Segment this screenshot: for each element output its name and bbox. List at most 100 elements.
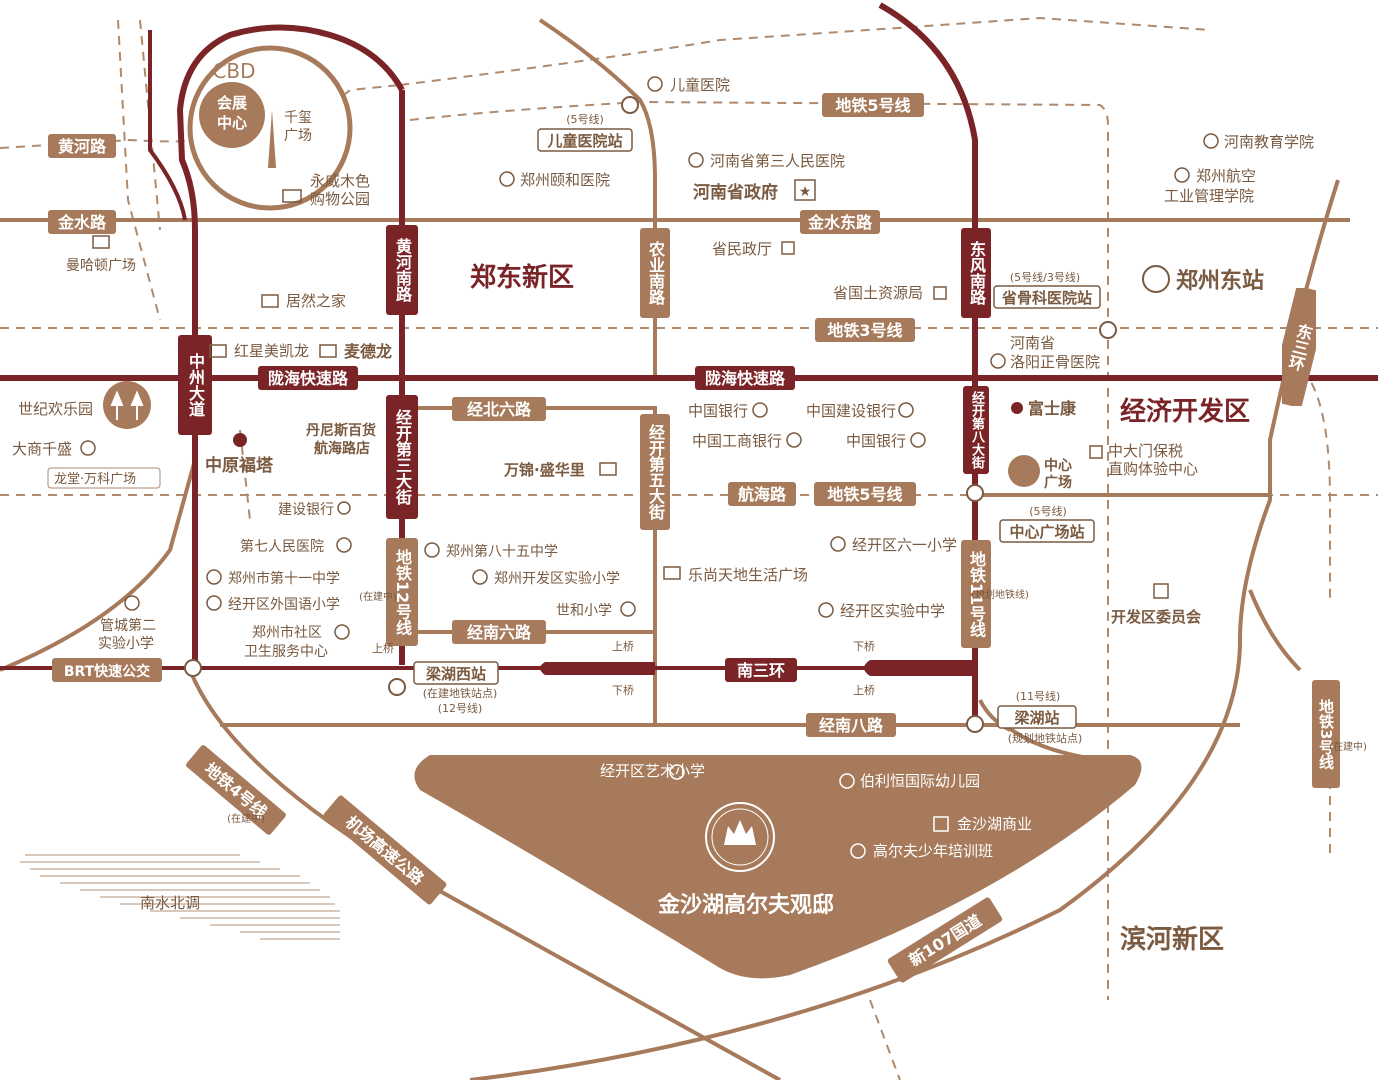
school-icon: [124, 595, 140, 611]
poi-yishu: 经开区艺术小学: [600, 762, 705, 780]
poi-jianshe: 建设银行: [278, 502, 334, 518]
district-binhe: 滨河新区: [1120, 924, 1224, 955]
station-lianghu: 梁湖站: [1013, 709, 1059, 727]
brt-station-icon: [184, 659, 202, 677]
overpass-segments: [540, 660, 975, 676]
school-icon: [669, 764, 685, 780]
road-metro5-top: 地铁5号线: [835, 96, 910, 115]
poi-gsyh: 中国工商银行: [692, 432, 782, 450]
poi-yongwei-1: 永威木色: [310, 172, 370, 190]
poi-manhadun: 曼哈顿广场: [66, 258, 136, 274]
government-star-icon: [1153, 583, 1169, 599]
poi-sanrenmin: 河南省第三人民医院: [710, 152, 845, 170]
qianxi-line2: 广场: [284, 128, 312, 144]
railway-station-icon: [1142, 265, 1170, 293]
hospital-icon: [990, 353, 1006, 369]
government-icon: [933, 286, 947, 300]
hospital-icon: [334, 624, 350, 640]
poi-hangkong-2: 工业管理学院: [1164, 187, 1254, 205]
poi-ertong-yiyuan: 儿童医院: [670, 76, 730, 94]
metro-station-icon: [388, 678, 406, 696]
road-huanghe-lu: 黄河路: [58, 137, 107, 156]
poi-weiyuanhui: 开发区委员会: [1111, 608, 1201, 626]
road-longhai: 陇海快速路: [268, 369, 349, 388]
road-jingnan6: 经南六路: [467, 623, 532, 642]
road-brt: BRT快速公交: [64, 663, 150, 680]
hospital-icon: [499, 171, 515, 187]
poi-liuyi: 经开区六一小学: [852, 536, 957, 554]
note-metro11-guihua: (规划地铁线): [971, 588, 1029, 601]
school-icon: [1174, 167, 1190, 183]
station-lianghu-west-line: (12号线): [438, 701, 483, 715]
poi-leshang: 乐尚天地生活广场: [688, 566, 808, 584]
station-ertong: 儿童医院站: [546, 132, 622, 150]
mall-icon: [933, 816, 949, 832]
road-metro12: 地铁12号线: [386, 538, 418, 646]
note-shangqiao-2: 上桥: [612, 640, 634, 653]
note-shangqiao-1: 上桥: [372, 642, 394, 655]
district-zhengdong: 郑东新区: [470, 262, 574, 293]
poi-juran: 居然之家: [286, 292, 346, 310]
shopping-basket-icon: [663, 566, 681, 580]
brand-icon: [80, 440, 96, 456]
poi-maidelong: 麦德龙: [344, 342, 392, 361]
park-tree-icon: [103, 381, 151, 429]
road-jichang: 机场高速公路: [342, 812, 429, 889]
road-jingkai3: 经开第三大街: [386, 395, 418, 519]
poi-shengzhengfu: 河南省政府: [693, 182, 778, 203]
school-icon: [206, 569, 222, 585]
station-lianghu-note: (规划地铁站点): [1008, 731, 1083, 745]
poi-yihe: 郑州颐和医院: [520, 171, 610, 189]
road-metro5-mid: 地铁5号线: [827, 485, 902, 504]
poi-nanshui: 南水北调: [140, 894, 200, 912]
hospital-icon: [647, 76, 663, 92]
note-metro12-zaijian: (在建中): [359, 590, 397, 603]
bank-icon: [337, 501, 351, 515]
qianxi-tower-icon: [268, 110, 276, 168]
poi-shequ-2: 卫生服务中心: [244, 644, 328, 660]
plaza-tree-icon: [1008, 455, 1040, 487]
poi-dongzhan: 郑州东站: [1176, 268, 1264, 294]
road-jingbei6: 经北六路: [467, 400, 532, 419]
poi-waiguoyu: 经开区外国语小学: [228, 597, 340, 613]
poi-danisi-1: 丹尼斯百货: [306, 422, 376, 439]
school-icon: [620, 601, 636, 617]
poi-fushikang: 富士康: [1028, 399, 1077, 418]
poi-danisi-2: 航海路店: [314, 440, 370, 457]
district-labels: 郑东新区 经济开发区 滨河新区: [470, 262, 1250, 955]
poi-guancheng-1: 管城第二: [100, 617, 156, 634]
poi-bolihang: 伯利恒国际幼儿园: [860, 772, 980, 790]
poi-hangkong-1: 郑州航空: [1196, 167, 1256, 185]
road-nongye-nanlu: 农业南路: [640, 228, 670, 318]
road-jinshui-lu: 金水路: [57, 213, 107, 232]
poi-shiji: 世纪欢乐园: [18, 400, 93, 418]
road-metro3-right: 地铁3号线: [1312, 680, 1340, 788]
road-labels: 黄河路 金水路 金水东路 地铁5号线 地铁3号线 陇海快速路 陇海快速路 经北六…: [48, 93, 924, 737]
poi-guancheng-2: 实验小学: [98, 636, 154, 652]
school-icon: [850, 843, 866, 859]
poi-shiyi: 郑州市第十一中学: [228, 570, 340, 587]
bank-icon: [898, 402, 914, 418]
note-metro3-zaijian: (在建中): [1329, 740, 1367, 753]
poi-zgyh-2: 中国银行: [846, 432, 906, 450]
company-dot-icon: [1011, 402, 1023, 414]
poi-guotu: 省国土资源局: [833, 284, 923, 302]
station-zhongxin: 中心广场站: [1009, 523, 1084, 541]
school-icon: [206, 595, 222, 611]
hospital-icon: [336, 537, 352, 553]
road-zhongzhou: 中州大道: [178, 335, 212, 435]
station-lianghu-line: (11号线): [1016, 689, 1061, 703]
shopping-basket-icon: [282, 189, 302, 203]
bank-icon: [910, 432, 926, 448]
station-shenggu-line: (5号线/3号线): [1010, 270, 1080, 284]
station-lianghu-west: 梁湖西站: [425, 665, 486, 683]
furniture-icon: [209, 344, 227, 358]
road-jingkai8: 经开第八大街: [963, 386, 989, 474]
poi-gaoerfu: 高尔夫少年培训班: [873, 842, 993, 860]
furniture-icon: [261, 294, 279, 308]
poi-jsyh: 中国建设银行: [806, 402, 896, 420]
school-icon: [818, 602, 834, 618]
metro-station-icon: [1099, 321, 1117, 339]
road-huanghe-nanlu: 黄河南路: [386, 225, 418, 315]
note-shangqiao-3: 上桥: [853, 684, 875, 697]
